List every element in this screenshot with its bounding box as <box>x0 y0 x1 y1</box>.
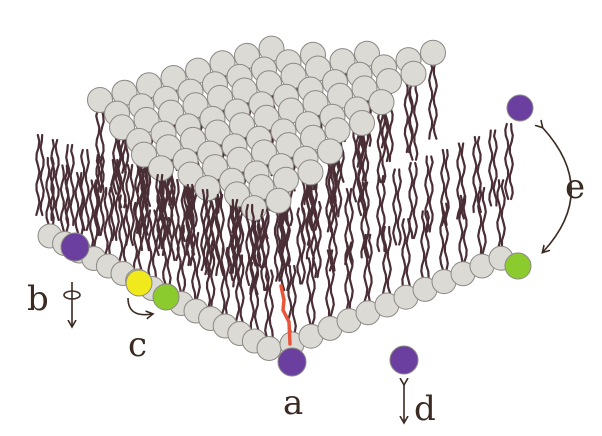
rotation-arrow-icon <box>64 282 80 326</box>
lipid-tail <box>414 163 417 238</box>
lipid-tail <box>201 190 204 270</box>
label-c: c <box>128 325 147 365</box>
lipid-tail <box>197 233 200 299</box>
lipid-tail <box>90 181 93 247</box>
lipid-tail <box>293 266 296 332</box>
headgroup <box>421 40 446 65</box>
lipid-tail <box>281 215 284 290</box>
lipid-tail <box>402 219 405 285</box>
headgroup <box>401 61 426 86</box>
lipid-tail <box>414 84 417 160</box>
lipid-tail <box>182 226 185 292</box>
headgroup <box>369 90 394 115</box>
headgroup <box>266 188 291 213</box>
lipid-tail <box>307 258 310 324</box>
lipid-tail <box>398 170 401 245</box>
lipid-tail <box>71 145 74 225</box>
purple-lipid-rotating <box>61 233 89 261</box>
lipid-tail <box>434 63 437 139</box>
yellow-lipid-flipping <box>126 270 152 296</box>
label-a: a <box>283 383 303 423</box>
lipid-tail <box>236 256 239 322</box>
lipid-tail <box>76 173 79 239</box>
lipid-tail <box>502 180 505 246</box>
lipid-tail <box>61 166 64 232</box>
lipid-tail <box>505 124 508 199</box>
lipid-tail <box>383 227 386 293</box>
lipid-tail <box>430 157 433 232</box>
lipid-tail <box>473 137 476 212</box>
lipid-tail <box>216 195 219 275</box>
lipid-tail <box>393 170 396 245</box>
lipid-tail <box>410 84 413 160</box>
label-e: e <box>565 167 585 207</box>
lipid-tail <box>350 243 353 309</box>
purple-lipid-top-right <box>507 95 533 121</box>
lipid-tail <box>275 211 278 281</box>
lipid-tail <box>421 211 424 277</box>
lipid-tail <box>302 209 305 284</box>
lipid-tail <box>312 258 315 324</box>
lipid-tail <box>426 211 429 277</box>
lipid-tail <box>221 248 224 314</box>
lipid-tail <box>457 144 460 219</box>
lipid-tail <box>377 176 380 251</box>
lipid-tail <box>464 196 467 262</box>
lipid-tail <box>138 203 141 269</box>
lipid-tail <box>41 135 44 215</box>
purple-lipid-vertical <box>390 346 418 374</box>
lipid-tail <box>440 204 443 270</box>
lipid-tail <box>270 271 273 337</box>
headgroup <box>257 337 281 361</box>
lipid-tail <box>489 131 492 206</box>
headgroup <box>350 111 375 136</box>
lateral-flip-arrow-icon <box>128 298 152 315</box>
lipid-tail <box>105 188 108 254</box>
lipid-tail <box>131 165 134 245</box>
lipid-tail <box>429 63 432 139</box>
lipid-tail <box>366 183 369 258</box>
lipid-tail <box>407 219 410 285</box>
lipid-tail <box>510 124 513 199</box>
lipid-tail <box>318 202 321 277</box>
lipid-tail <box>497 180 500 246</box>
lipid-tail <box>46 158 49 224</box>
lipid-tail <box>378 112 381 182</box>
lipid-tail <box>56 140 59 220</box>
lipid-tail <box>153 211 156 277</box>
lipid-tail <box>494 131 497 206</box>
label-b: b <box>27 279 49 319</box>
headgroup <box>318 139 343 164</box>
green-lipid-bottom-right <box>505 253 531 279</box>
lipid-tail <box>483 188 486 254</box>
lipid-tail <box>286 215 289 290</box>
lipid-tail <box>226 248 229 314</box>
green-lipid-flipping <box>153 284 179 310</box>
lipid-tail <box>178 226 181 292</box>
lipid-tail <box>36 135 39 215</box>
lipid-tail <box>297 209 300 284</box>
lipid-tail <box>265 271 268 337</box>
headgroup <box>298 160 323 185</box>
lipid-tail <box>388 227 391 293</box>
lipid-tail <box>369 235 372 301</box>
label-d: d <box>414 389 436 429</box>
purple-lipid-kinked <box>278 348 306 376</box>
lipid-tail <box>86 150 89 230</box>
lipid-tail <box>326 250 329 316</box>
lipid-tail <box>311 182 314 258</box>
